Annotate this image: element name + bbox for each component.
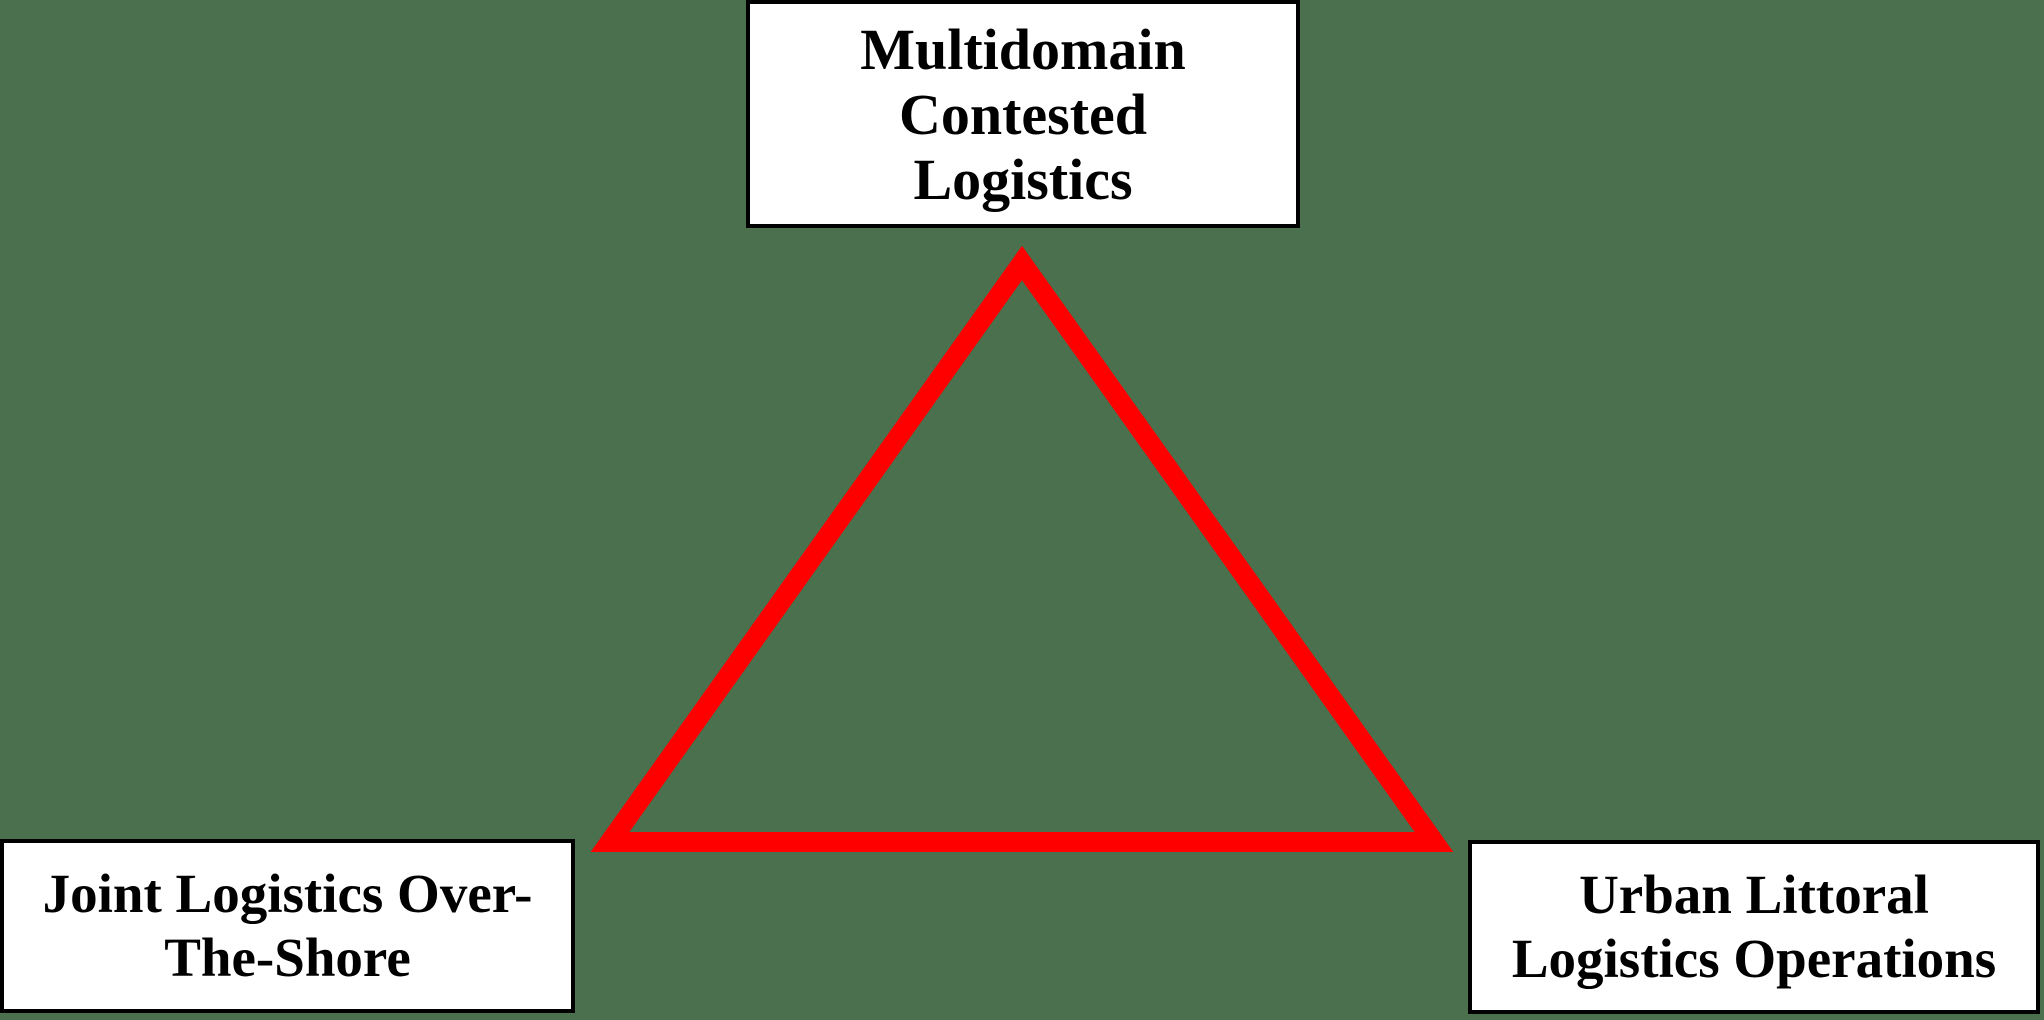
node-label-line: Joint Logistics Over- (42, 863, 533, 924)
node-joint-logistics-over-the-shore: Joint Logistics Over- The-Shore (0, 839, 575, 1013)
node-multidomain-contested-logistics: Multidomain Contested Logistics (746, 0, 1300, 228)
node-label-line: Urban Littoral (1579, 864, 1929, 925)
node-label-line: Logistics Operations (1511, 928, 1997, 989)
triangle-outline (590, 245, 1454, 852)
node-label-line: Logistics (913, 146, 1133, 212)
node-label-line: The-Shore (164, 927, 411, 988)
node-label-line: Contested (898, 81, 1148, 147)
node-urban-littoral-logistics-operations: Urban Littoral Logistics Operations (1468, 840, 2040, 1014)
node-label-line: Multidomain (860, 16, 1186, 82)
